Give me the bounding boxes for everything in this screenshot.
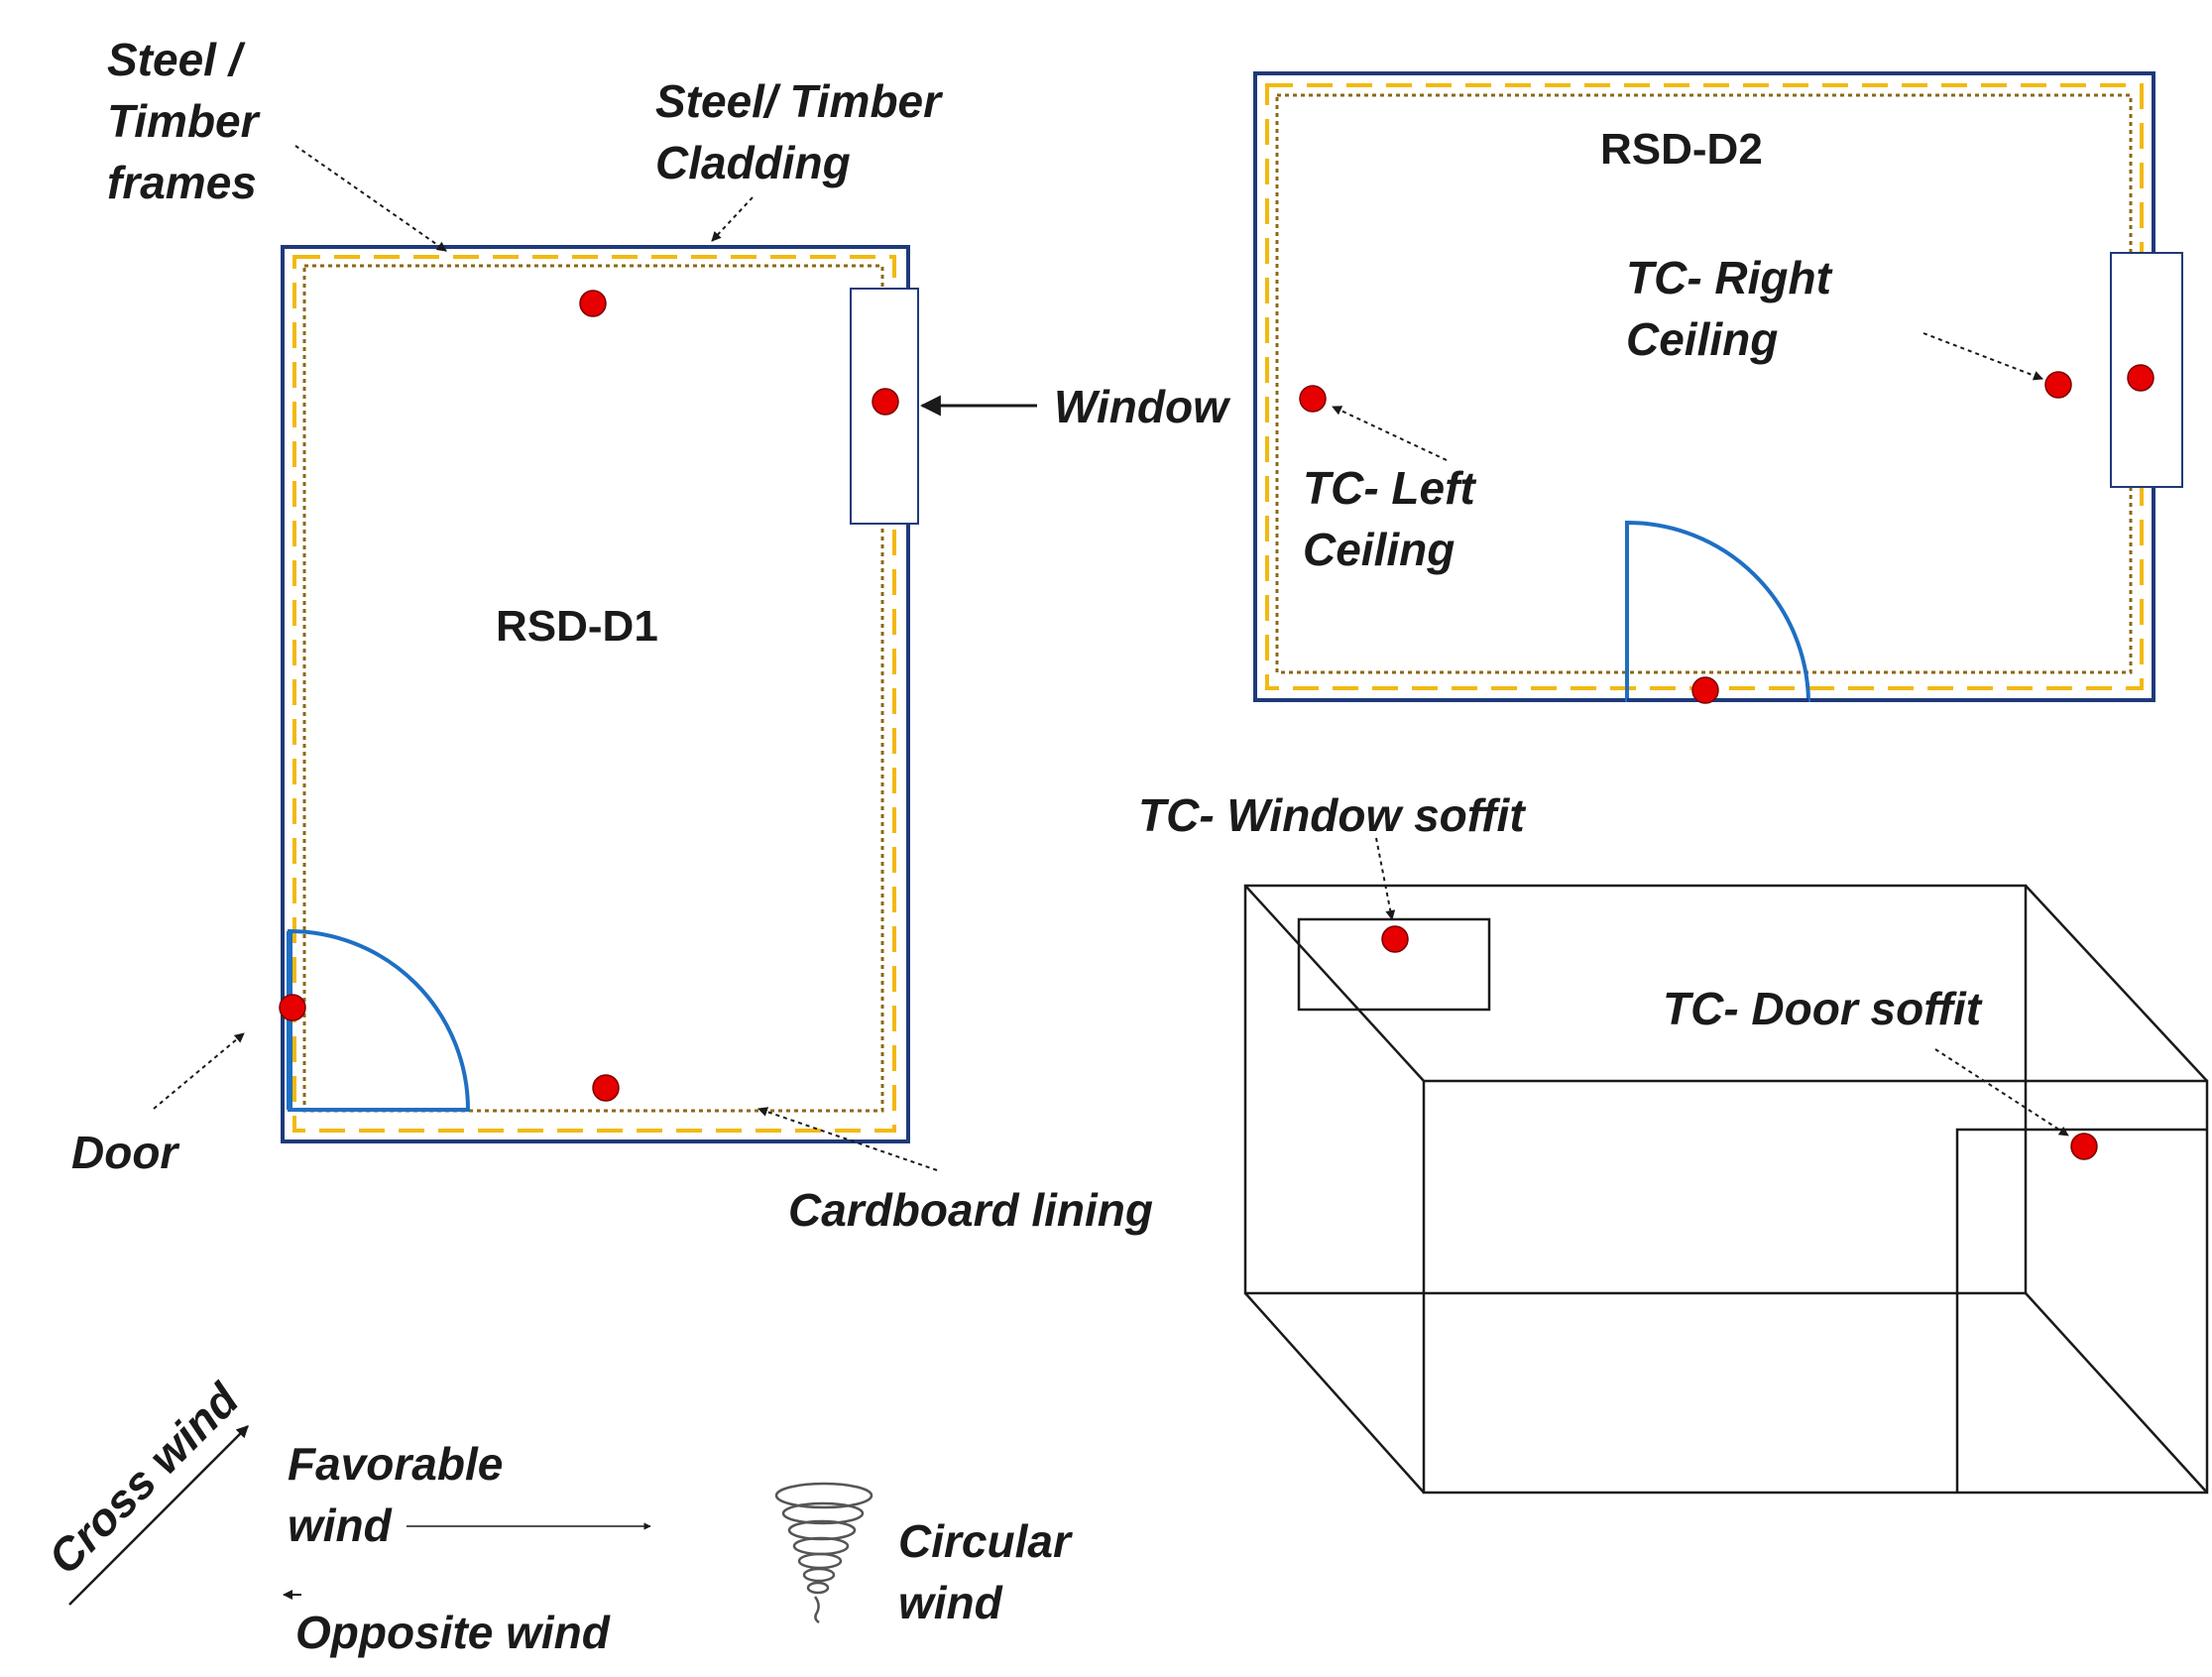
label-window: Window: [919, 381, 1231, 432]
d2-thermocouple-window: [2127, 364, 2154, 392]
label-cardboard-lining: Cardboard lining: [757, 1107, 1153, 1236]
svg-text:Steel /: Steel /: [107, 34, 246, 85]
svg-text:Ceiling: Ceiling: [1626, 313, 1778, 365]
room-d2: RSD-D2: [1253, 71, 2183, 704]
d1-thermocouple-door: [279, 994, 306, 1021]
d2-title: RSD-D2: [1600, 125, 1763, 174]
svg-text:Ceiling: Ceiling: [1303, 524, 1455, 575]
legend-opposite-wind: Opposite wind: [283, 1590, 611, 1658]
d2-thermocouple-right-ceiling: [2044, 371, 2072, 399]
box-thermocouple-door-soffit: [2070, 1133, 2098, 1160]
cross-wind-arrow: [68, 1425, 249, 1606]
svg-text:TC- Right: TC- Right: [1626, 252, 1833, 303]
door-pointer-arrow: [153, 1032, 245, 1110]
svg-text:Favorable: Favorable: [288, 1438, 503, 1490]
frames-pointer-arrow: [294, 145, 447, 252]
svg-text:Cladding: Cladding: [655, 137, 851, 188]
d2-thermocouple-door: [1691, 676, 1719, 704]
right-ceiling-pointer-arrow: [1922, 332, 2043, 381]
left-ceiling-pointer-arrow: [1332, 406, 1448, 461]
label-tc-left-ceiling: TC- Left Ceiling: [1303, 406, 1476, 575]
label-tc-right-ceiling: TC- Right Ceiling: [1626, 252, 2043, 381]
box-door-frame: [1955, 1128, 2207, 1493]
svg-text:TC- Left: TC- Left: [1303, 462, 1476, 514]
legend-circular-wind: Circular wind: [774, 1482, 1073, 1628]
label-steel-timber-frames: Steel / Timber frames: [107, 34, 447, 252]
d2-thermocouple-left-ceiling: [1299, 385, 1327, 413]
window-soffit-pointer-arrow: [1375, 837, 1396, 920]
legend-favorable-wind: Favorable wind: [288, 1438, 651, 1551]
svg-text:frames: frames: [107, 157, 257, 208]
svg-text:Cross wind: Cross wind: [38, 1373, 249, 1584]
d1-thermocouple-top: [579, 290, 607, 317]
svg-text:wind: wind: [288, 1499, 393, 1551]
svg-text:Steel/ Timber: Steel/ Timber: [655, 75, 943, 127]
label-tc-door-soffit: TC- Door soffit: [1663, 983, 2069, 1137]
box-thermocouple-window-soffit: [1381, 925, 1409, 953]
d1-thermocouple-bottom: [592, 1074, 620, 1102]
label-door: Door: [71, 1032, 245, 1178]
tornado-icon: [774, 1482, 873, 1624]
d1-cladding: [292, 255, 896, 1133]
d1-thermocouple-window: [872, 388, 899, 416]
room-3d-view: [1243, 884, 2209, 1495]
d1-door: [287, 928, 471, 1112]
svg-text:TC- Door soffit: TC- Door soffit: [1663, 983, 1983, 1034]
d1-outer-wall: [281, 245, 910, 1143]
svg-text:Timber: Timber: [107, 95, 261, 147]
d1-title: RSD-D1: [496, 602, 658, 651]
box-back-face: [1243, 884, 2028, 1295]
cladding-pointer-arrow: [711, 196, 754, 242]
d2-cladding: [1265, 83, 2144, 690]
label-tc-window-soffit: TC- Window soffit: [1138, 789, 1526, 920]
svg-text:Door: Door: [71, 1127, 179, 1178]
legend-cross-wind: Cross wind: [38, 1373, 249, 1606]
svg-text:TC- Window soffit: TC- Window soffit: [1138, 789, 1526, 841]
d1-cardboard-lining: [302, 264, 884, 1113]
room-d1: RSD-D1: [279, 245, 919, 1143]
svg-text:Cardboard lining: Cardboard lining: [788, 1184, 1153, 1236]
d2-cardboard-lining: [1275, 93, 2133, 674]
svg-text:Circular: Circular: [898, 1515, 1073, 1567]
door-soffit-pointer-arrow: [1934, 1048, 2069, 1137]
label-steel-timber-cladding: Steel/ Timber Cladding: [655, 75, 943, 242]
svg-text:Window: Window: [1054, 381, 1231, 432]
d2-door: [1625, 520, 1811, 702]
svg-text:Opposite wind: Opposite wind: [295, 1607, 611, 1658]
svg-text:wind: wind: [898, 1577, 1003, 1628]
